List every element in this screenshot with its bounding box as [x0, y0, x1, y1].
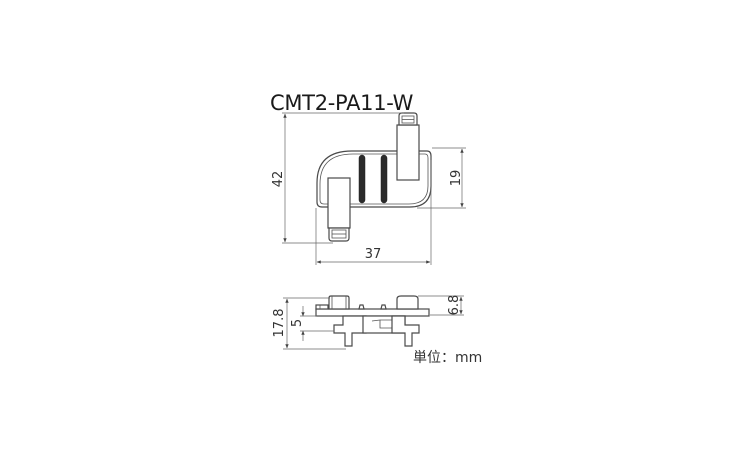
dim-side-top-height: 6.8 — [447, 295, 462, 316]
dim-side-inner-height: 5 — [290, 319, 305, 327]
slot-left — [358, 154, 366, 204]
clip-tab-lower — [327, 177, 351, 242]
unit-label: 単位：mm — [413, 350, 482, 366]
dim-body-height: 19 — [449, 170, 464, 187]
dim-overall-height: 42 — [271, 171, 286, 188]
side-view: 17.8 5 6.8 — [272, 295, 464, 350]
dim-side-overall-height: 17.8 — [272, 309, 287, 338]
clip-tab-upper — [396, 112, 420, 181]
slot-right — [380, 154, 388, 204]
dim-width: 37 — [365, 247, 382, 262]
product-title: CMT2-PA11-W — [270, 91, 414, 115]
top-view: 42 19 37 — [271, 112, 466, 265]
